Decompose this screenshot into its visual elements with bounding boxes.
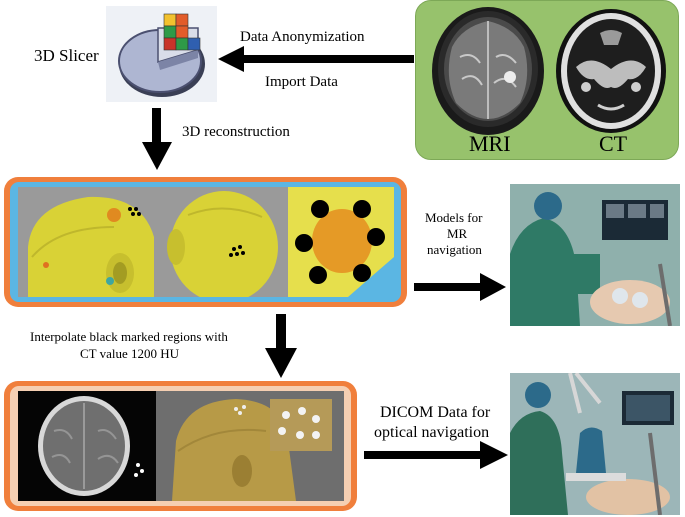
ct-slice-image — [18, 391, 156, 501]
ct-volume-render-image — [156, 391, 344, 501]
ct-label: CT — [599, 131, 628, 156]
interpolate-label-line2: CT value 1200 HU — [80, 346, 180, 361]
head-model-rear-image — [158, 187, 288, 297]
slicer-logo — [106, 6, 217, 102]
interpolate-label-line1: Interpolate black marked regions with — [30, 329, 228, 344]
imaging-panel: MRI CT — [415, 0, 679, 160]
ct-scan-image — [556, 9, 666, 133]
reconstruction-label: 3D reconstruction — [182, 124, 290, 140]
mr-navigation-photo — [510, 184, 680, 326]
optical-navigation-photo — [510, 373, 680, 515]
reconstruction-panel — [4, 177, 407, 307]
interpolation-arrow — [265, 314, 297, 378]
dicom-label-line2: optical navigation — [374, 424, 490, 441]
anonymization-arrow — [218, 46, 414, 72]
slicer-label: 3D Slicer — [34, 46, 99, 65]
slicer-logo-icon — [118, 13, 205, 97]
reconstruction-arrow — [142, 108, 172, 170]
dicom-panel — [4, 381, 357, 511]
optical-navigation-arrow — [364, 441, 508, 469]
anonymization-label: Data Anonymization — [240, 29, 365, 45]
mr-navigation-arrow — [414, 273, 506, 301]
head-model-side-image — [18, 187, 158, 297]
mri-scan-image — [432, 7, 544, 135]
mri-label: MRI — [469, 131, 511, 156]
mr-label-line1: Models for — [425, 210, 483, 225]
mr-label-line2: MR — [447, 226, 468, 241]
import-label: Import Data — [265, 74, 338, 90]
dicom-label-line1: DICOM Data for — [380, 404, 491, 421]
mr-label-line3: navigation — [427, 242, 482, 257]
marked-region-zoom-image — [288, 187, 394, 297]
